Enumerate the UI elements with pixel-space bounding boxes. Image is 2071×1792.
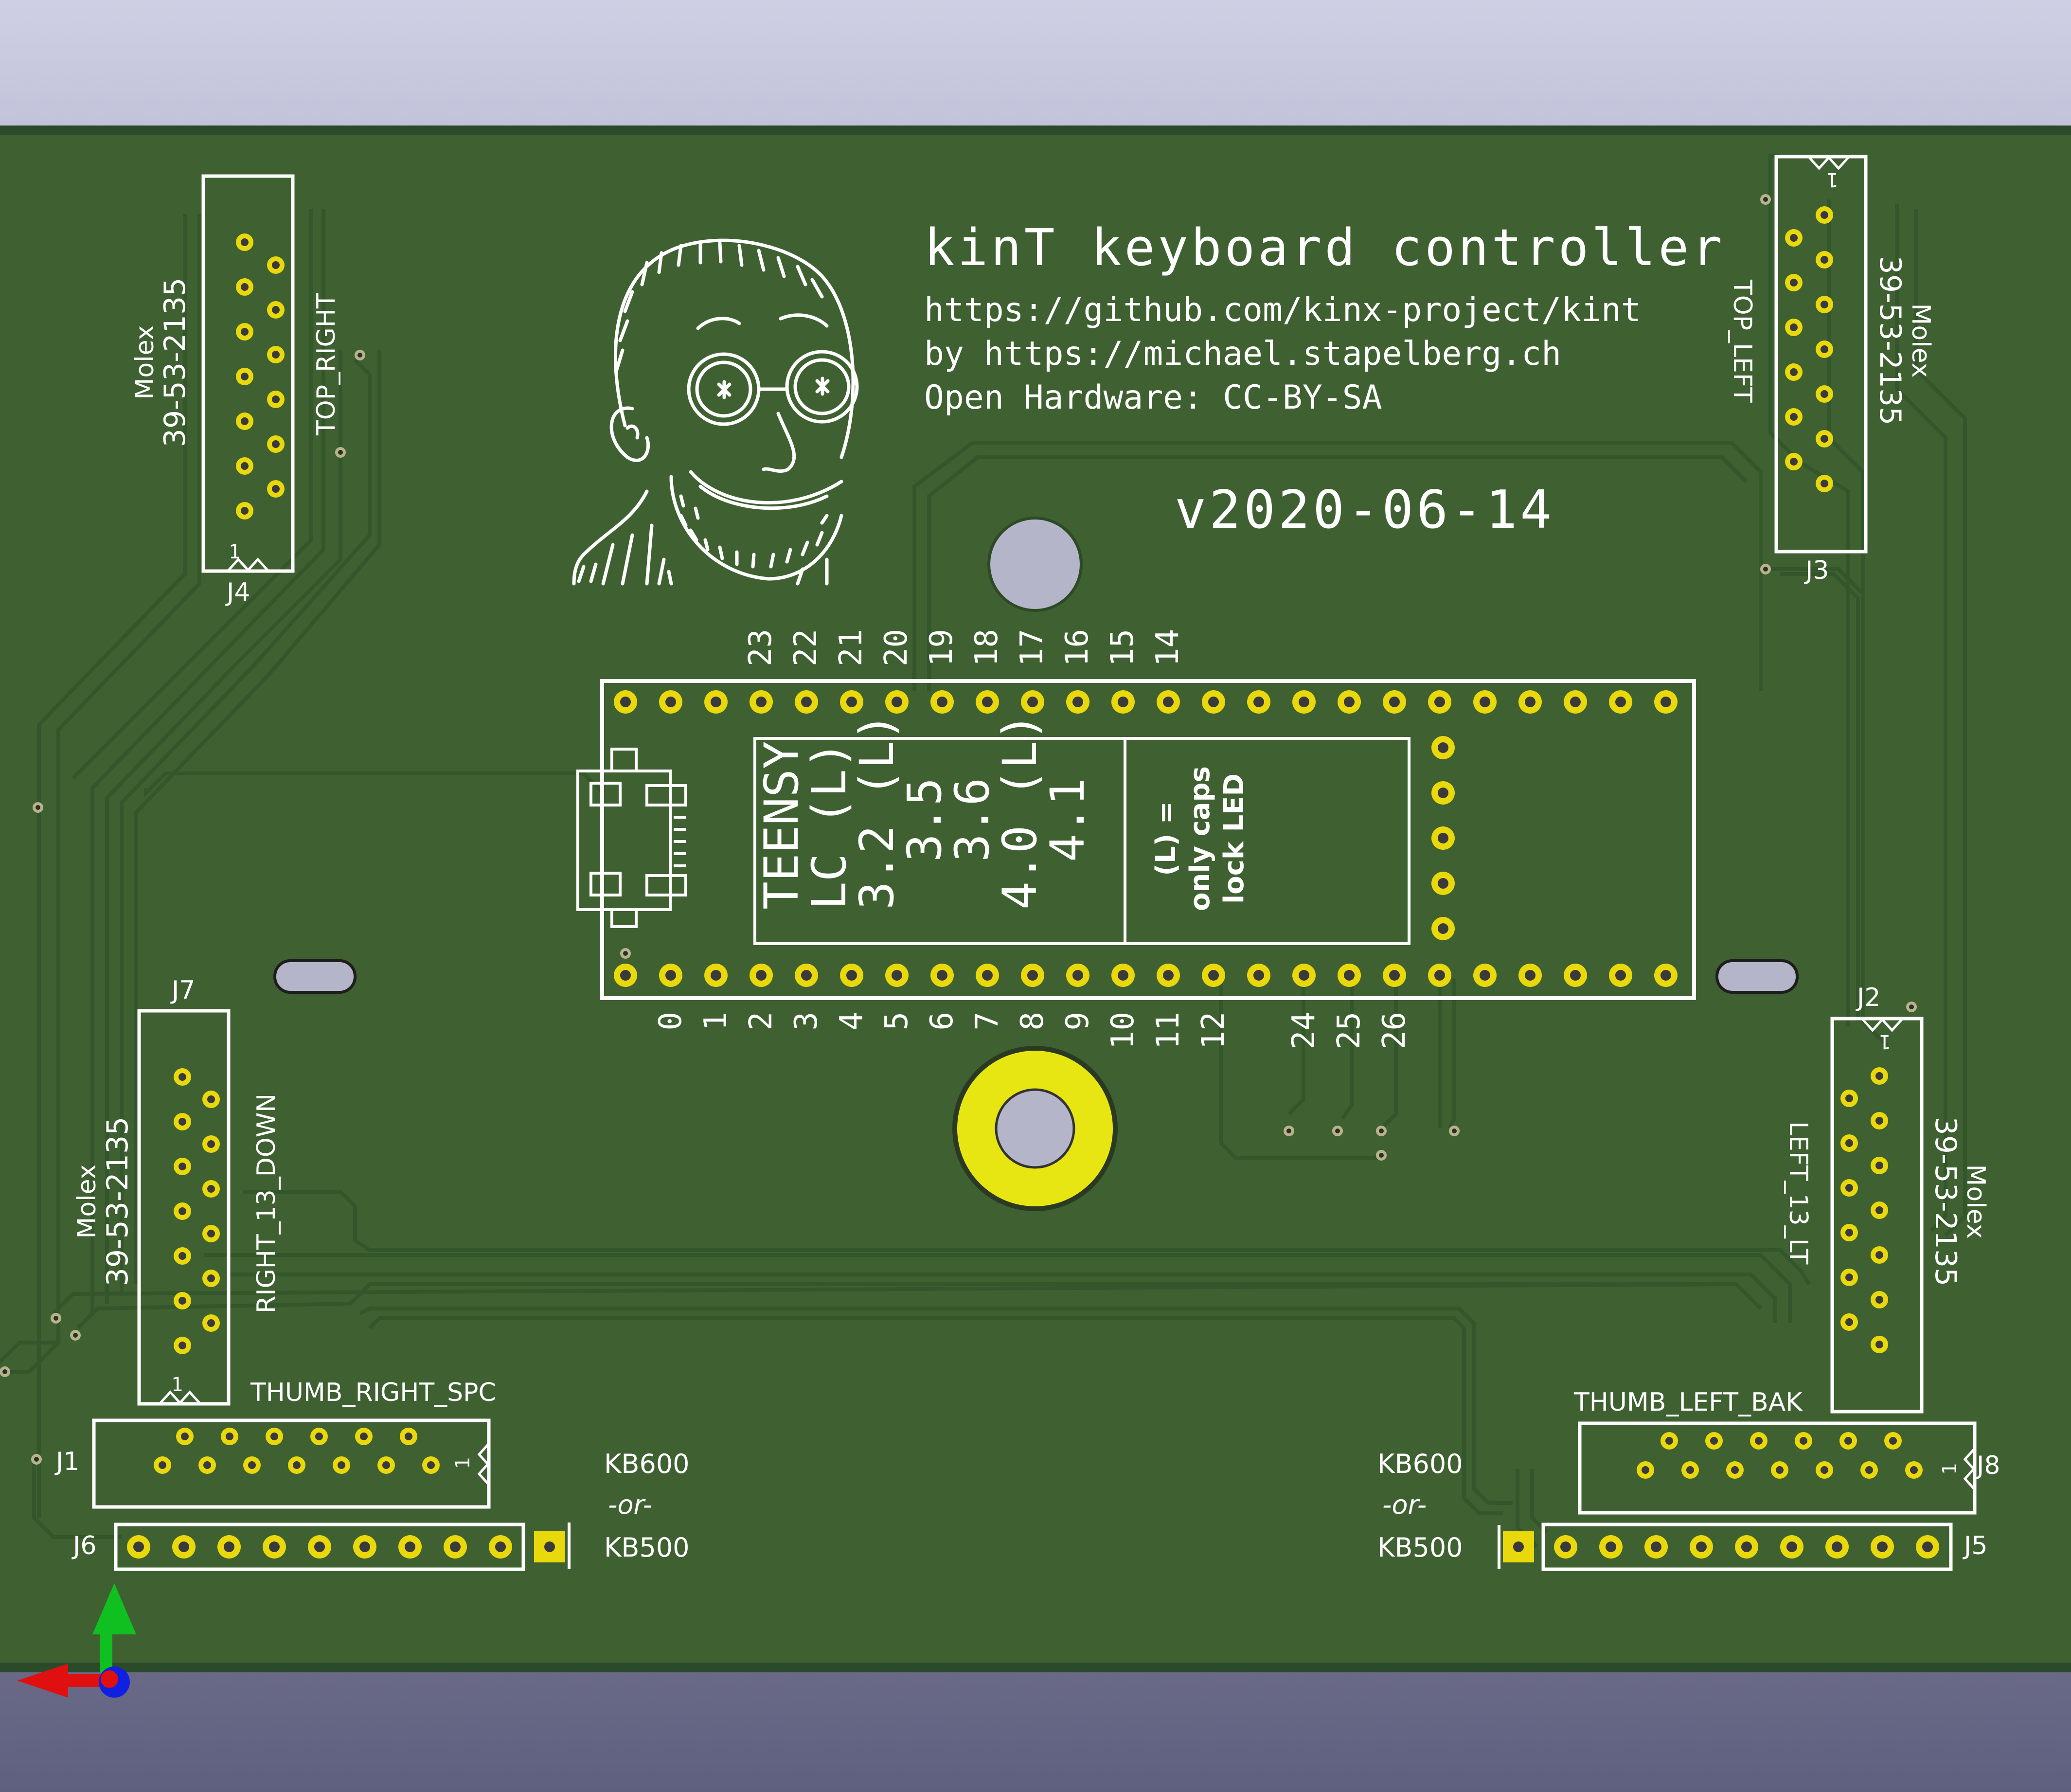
kb600-label-left: KB600 (604, 1449, 690, 1479)
pin1-marker: 1 (1827, 168, 1839, 191)
mounting-hole-top (987, 517, 1083, 612)
j2-part: 39-53-2135 (1928, 1117, 1963, 1287)
pin-label: 14 (1150, 629, 1186, 666)
teensy-variant-labels: TEENSY LC (L) 3.2 (L) 3.5 3.6 4.0 (L) 4.… (754, 713, 1095, 910)
pin-label: 10 (1105, 1012, 1141, 1049)
connector-j8: 1 (1578, 1421, 1977, 1515)
pin-label: 12 (1196, 1012, 1232, 1049)
usb-connector-outline (576, 748, 687, 928)
j6-ref: J6 (71, 1531, 96, 1560)
svg-text:(L) =: (L) = (1150, 801, 1182, 876)
portrait-logo (572, 238, 859, 586)
j3-part: 39-53-2135 (1873, 256, 1907, 426)
teensy-41-label: 4.1 (1040, 778, 1095, 862)
top-pin-labels: 23 22 21 20 19 18 17 16 15 14 (743, 629, 1186, 666)
axis-gizmo (17, 1583, 136, 1698)
pin-label: 3 (788, 1012, 824, 1031)
connector-j5 (1498, 1523, 1953, 1571)
pin-label: 5 (879, 1012, 915, 1031)
pin-label: 23 (743, 629, 779, 666)
connector-j1: 1 (92, 1418, 491, 1509)
pin-label: 9 (1060, 1012, 1096, 1031)
pin-label: 17 (1014, 629, 1050, 666)
copper-traces (0, 154, 1967, 1548)
j8-ref: J8 (1975, 1451, 2000, 1480)
connector-j6 (114, 1523, 571, 1571)
connector-j7: 1 (137, 1009, 231, 1406)
pcb-board (0, 135, 2071, 1663)
pin1-marker: 1 (1879, 1030, 1891, 1053)
author-line: by https://michael.stapelberg.ch (924, 335, 1561, 373)
j3-ref: J3 (1804, 556, 1829, 585)
j7-mfr: Molex (72, 1165, 102, 1239)
pin-label: 2 (743, 1012, 779, 1031)
mounting-hole-plated (952, 1046, 1118, 1211)
j3-name: TOP_LEFT (1728, 279, 1757, 403)
bottom-pin-labels: 0 1 2 3 4 5 6 7 8 9 10 11 12 24 25 26 (653, 1012, 1412, 1049)
j1-ref: J1 (54, 1447, 79, 1476)
teensy-35-label: 3.5 (897, 778, 952, 862)
svg-text:lock LED: lock LED (1218, 773, 1250, 904)
j5-ref: J5 (1963, 1531, 1987, 1560)
pin1-marker: 1 (1939, 1463, 1961, 1475)
j4-ref: J4 (225, 578, 250, 607)
pin-label: 4 (834, 1012, 870, 1031)
connector-j3: 1 (1774, 155, 1868, 554)
pin-label: 21 (833, 629, 869, 666)
teensy-40-label: 4.0 (L) (993, 713, 1047, 910)
connector-j4: 1 (201, 174, 295, 573)
pin-label: 25 (1331, 1012, 1367, 1049)
j2-mfr: Molex (1961, 1165, 1990, 1239)
teensy-lc-label: LC (L) (802, 741, 857, 910)
board-title: kinT keyboard controller (924, 218, 1725, 277)
mounting-slot-right (1715, 959, 1799, 994)
pin-label: 8 (1015, 1012, 1051, 1031)
teensy-footprint (576, 679, 1696, 1000)
or-label-left: -or- (608, 1489, 652, 1520)
svg-text:only caps: only caps (1184, 766, 1216, 911)
pin-label: 16 (1059, 629, 1095, 666)
pin-label: 24 (1286, 1012, 1322, 1049)
mounting-slot-left (273, 959, 357, 994)
pin-label: 18 (969, 629, 1005, 666)
kb600-label-right: KB600 (1377, 1449, 1463, 1479)
j2-ref: J2 (1856, 983, 1880, 1012)
license-line: Open Hardware: CC-BY-SA (924, 378, 1382, 417)
or-label-right: -or- (1382, 1489, 1427, 1520)
pin1-marker: 1 (171, 1374, 183, 1396)
teensy-label: TEENSY (754, 741, 809, 910)
teensy-36-label: 3.6 (945, 778, 1000, 862)
pin-label: 7 (969, 1012, 1005, 1031)
connector-j2: 1 (1830, 1017, 1924, 1414)
pin-label: 20 (878, 629, 914, 666)
pin-label: 6 (924, 1012, 960, 1031)
j4-name: TOP_RIGHT (312, 293, 341, 436)
pin-label: 26 (1376, 1012, 1412, 1049)
pin-label: 11 (1150, 1012, 1186, 1049)
repo-url: https://github.com/kinx-project/kint (924, 291, 1641, 329)
pin1-marker: 1 (452, 1457, 474, 1469)
kb500-label-right: KB500 (1377, 1532, 1463, 1563)
j3-mfr: Molex (1906, 304, 1935, 378)
j8-name: THUMB_LEFT_BAK (1573, 1388, 1803, 1417)
j4-mfr: Molex (130, 325, 160, 400)
pin1-marker: 1 (229, 541, 240, 563)
version-label: v2020-06-14 (1175, 480, 1554, 540)
j7-ref: J7 (170, 976, 195, 1005)
kb500-label-left: KB500 (604, 1532, 690, 1563)
pin-label: 22 (788, 629, 824, 666)
pin-label: 1 (698, 1012, 734, 1031)
caps-lock-note: (L) = only caps lock LED (1150, 766, 1250, 911)
pin-label: 15 (1105, 629, 1141, 666)
j4-part: 39-53-2135 (158, 278, 192, 448)
j7-name: RIGHT_13_DOWN (252, 1093, 281, 1313)
j1-name: THUMB_RIGHT_SPC (250, 1378, 496, 1407)
j2-name: LEFT_13_LT (1784, 1121, 1813, 1265)
teensy-32-label: 3.2 (L) (850, 713, 904, 910)
pin-label: 0 (653, 1012, 689, 1031)
j7-part: 39-53-2135 (101, 1117, 135, 1287)
pin-label: 19 (924, 629, 960, 666)
